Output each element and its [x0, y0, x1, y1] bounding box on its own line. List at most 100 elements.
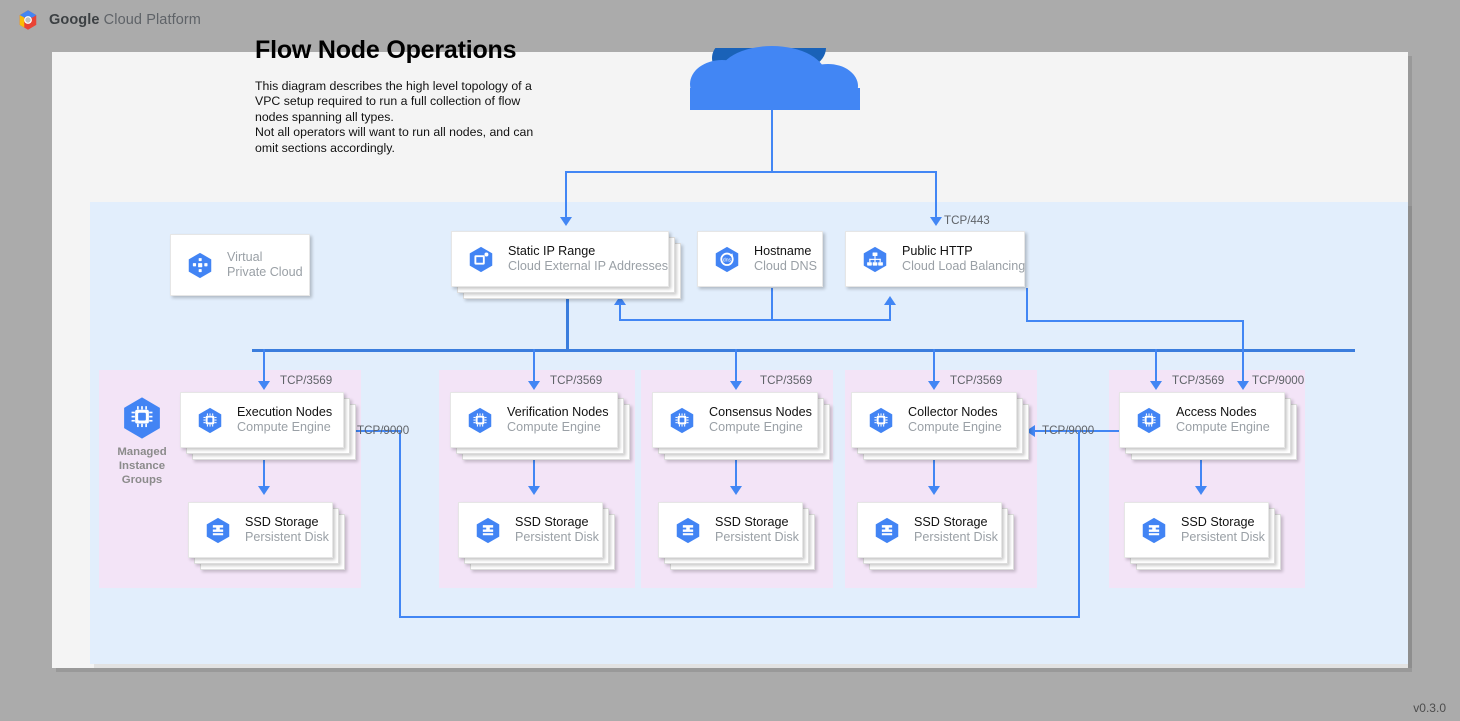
arrow-verification-to-disk	[528, 486, 540, 495]
card-title: Consensus Nodes	[709, 404, 812, 419]
wire-fan-bus	[252, 349, 1355, 352]
mig-line-3: Groups	[121, 474, 163, 486]
google-cloud-platform-logo-icon	[16, 8, 40, 32]
wire-drop-verification	[533, 349, 535, 384]
wire-drop-collector	[933, 349, 935, 384]
gcp-brand: Google Cloud Platform	[16, 8, 201, 32]
wire-public-http-to-access	[1242, 320, 1244, 384]
card-title: Execution Nodes	[237, 404, 333, 419]
port-label-execution: TCP/3569	[280, 374, 333, 387]
wire-static-ip-trunk	[566, 288, 569, 350]
port-label-collector: TCP/3569	[950, 374, 1003, 387]
arrow-execution-to-disk	[258, 486, 270, 495]
wire-collector-to-disk	[933, 455, 935, 489]
edge-label-access-to-execution: TCP/9000	[357, 424, 410, 437]
arrow-drop-consensus	[730, 381, 742, 390]
wire-dns-to-static-ip	[619, 302, 621, 320]
svg-text:dns: dns	[723, 257, 732, 263]
card-subtitle: Persistent Disk	[515, 530, 599, 544]
card-subtitle: Cloud Load Balancing	[902, 259, 1026, 273]
persistent-disk-icon	[673, 515, 703, 545]
port-label-consensus: TCP/3569	[760, 374, 813, 387]
arrow-drop-collector	[928, 381, 940, 390]
card-subtitle: Private Cloud	[227, 265, 303, 279]
wire-drop-access-leg	[1155, 349, 1157, 384]
card-ssd-storage-access[interactable]: SSD Storage Persistent Disk	[1124, 502, 1281, 570]
arrow-dns-to-static-ip	[614, 296, 626, 305]
card-ssd-storage-verification[interactable]: SSD Storage Persistent Disk	[458, 502, 615, 570]
compute-engine-icon	[195, 405, 225, 435]
internet-cloud	[680, 18, 870, 113]
arrow-dns-to-public-http	[884, 296, 896, 305]
card-execution-nodes[interactable]: Execution Nodes Compute Engine	[180, 392, 356, 460]
compute-engine-icon	[667, 405, 697, 435]
arrow-access-to-disk	[1195, 486, 1207, 495]
card-verification-nodes[interactable]: Verification Nodes Compute Engine	[450, 392, 630, 460]
arrow-public-http-to-access	[1237, 381, 1249, 390]
card-title: Collector Nodes	[908, 404, 998, 419]
brand-label: Google Cloud Platform	[49, 12, 201, 28]
arrow-drop-access	[1150, 381, 1162, 390]
load-balancing-icon	[860, 244, 890, 274]
card-title: Access Nodes	[1176, 404, 1257, 419]
persistent-disk-icon	[473, 515, 503, 545]
arrow-to-static-ip	[560, 217, 572, 226]
card-consensus-nodes[interactable]: Consensus Nodes Compute Engine	[652, 392, 830, 460]
wire-access-bottom-drop	[1078, 430, 1080, 618]
card-ssd-storage-execution[interactable]: SSD Storage Persistent Disk	[188, 502, 345, 570]
persistent-disk-icon	[872, 515, 902, 545]
version-label: v0.3.0	[1413, 701, 1446, 715]
wire-dns-stem	[771, 288, 773, 320]
wire-access-bottom-rise	[399, 430, 401, 618]
wire-public-http-down	[1026, 288, 1028, 321]
arrow-drop-verification	[528, 381, 540, 390]
edge-label-access-to-collector: TCP/9000	[1042, 424, 1095, 437]
wire-into-execution	[355, 430, 401, 432]
managed-instance-groups-label: Managed Instance Groups	[99, 394, 185, 487]
card-subtitle: Compute Engine	[908, 420, 1002, 434]
card-public-http[interactable]: Public HTTP Cloud Load Balancing	[845, 231, 1025, 287]
page-title: Flow Node Operations	[255, 36, 517, 64]
wire-verification-to-disk	[533, 455, 535, 489]
card-title: Hostname	[754, 243, 812, 258]
card-subtitle: Cloud External IP Addresses	[508, 259, 669, 273]
wire-cloud-stem	[771, 108, 773, 172]
arrow-to-public-http	[930, 217, 942, 226]
external-ip-icon	[466, 244, 496, 274]
card-subtitle: Compute Engine	[507, 420, 601, 434]
wire-access-to-collector	[1034, 430, 1120, 432]
card-virtual-private-cloud[interactable]: Virtual Private Cloud	[170, 234, 310, 296]
card-ssd-storage-collector[interactable]: SSD Storage Persistent Disk	[857, 502, 1014, 570]
arrow-collector-to-disk	[928, 486, 940, 495]
page-description: This diagram describes the high level to…	[255, 79, 534, 155]
card-access-nodes[interactable]: Access Nodes Compute Engine	[1119, 392, 1297, 460]
card-static-ip-range[interactable]: Static IP Range Cloud External IP Addres…	[451, 231, 681, 299]
wire-public-http-right	[1026, 320, 1244, 322]
card-title: SSD Storage	[245, 514, 319, 529]
card-collector-nodes[interactable]: Collector Nodes Compute Engine	[851, 392, 1029, 460]
card-hostname[interactable]: dns Hostname Cloud DNS	[697, 231, 823, 287]
card-subtitle: Compute Engine	[1176, 420, 1270, 434]
wire-execution-to-disk	[263, 455, 265, 489]
card-title: SSD Storage	[715, 514, 789, 529]
wire-access-bottom-run	[399, 616, 1080, 618]
compute-engine-icon	[1134, 405, 1164, 435]
wire-cloud-to-public-http	[935, 171, 937, 219]
cloud-dns-icon: dns	[712, 244, 742, 274]
wire-dns-to-public-http	[889, 302, 891, 320]
wire-access-to-disk	[1200, 455, 1202, 489]
card-title: SSD Storage	[914, 514, 988, 529]
card-subtitle: Compute Engine	[237, 420, 331, 434]
arrow-consensus-to-disk	[730, 486, 742, 495]
card-subtitle: Compute Engine	[709, 420, 803, 434]
wire-drop-execution	[263, 349, 265, 384]
arrow-drop-execution	[258, 381, 270, 390]
brand-cloud-platform: Cloud Platform	[99, 12, 201, 28]
arrow-access-to-collector	[1026, 425, 1035, 437]
mig-line-2: Instance	[118, 460, 166, 472]
card-ssd-storage-consensus[interactable]: SSD Storage Persistent Disk	[658, 502, 815, 570]
wire-consensus-to-disk	[735, 455, 737, 489]
compute-engine-icon	[465, 405, 495, 435]
persistent-disk-icon	[1139, 515, 1169, 545]
